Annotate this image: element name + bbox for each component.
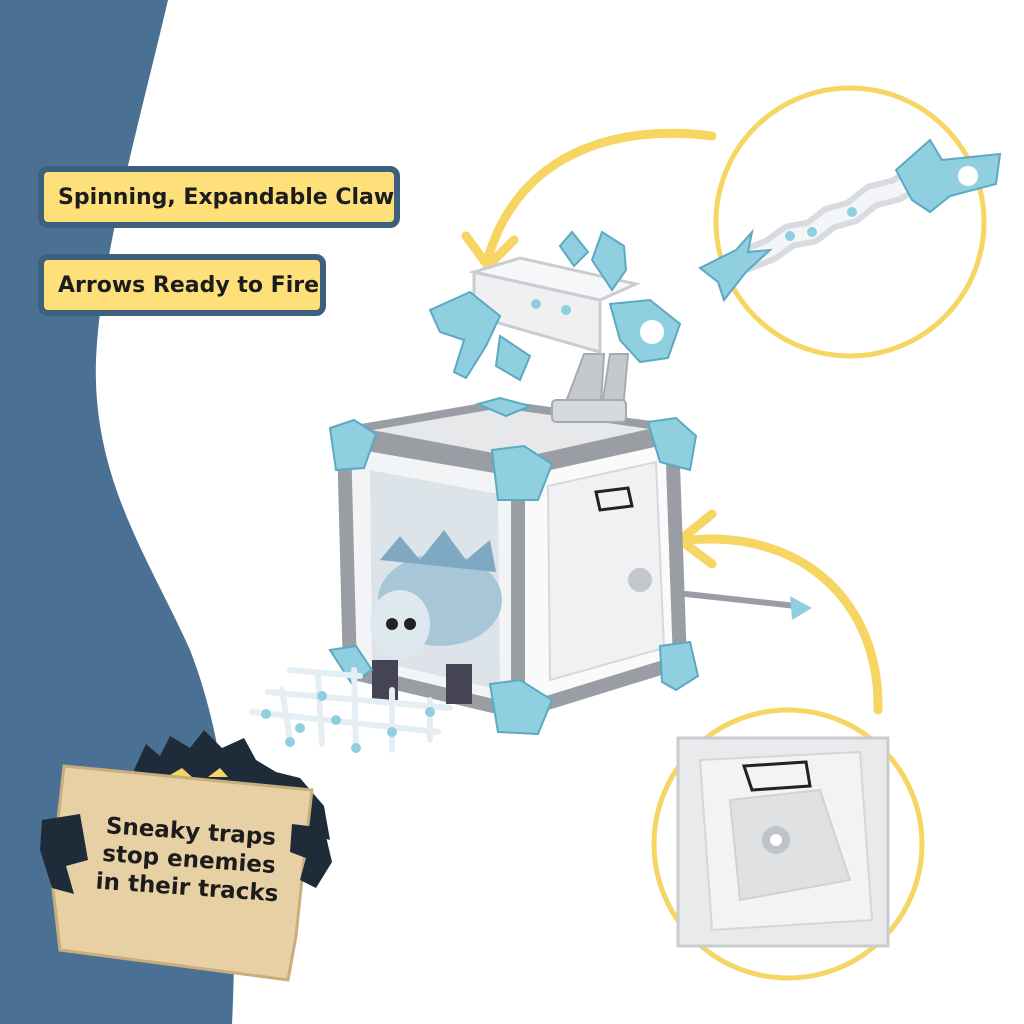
callout-arrows-label: Arrows Ready to Fire — [38, 254, 326, 316]
ice-beast-figure — [370, 530, 502, 704]
spinning-claw — [428, 230, 682, 382]
claw-pointer-arrowhead — [461, 231, 519, 271]
panel-pointer-arrow — [685, 534, 883, 715]
monster-claw-hands — [40, 814, 332, 894]
scroll-caption: Sneaky traps stop enemies in their track… — [81, 811, 296, 909]
ice-cage-toy — [249, 353, 812, 753]
claw-pointer-arrow — [483, 128, 717, 263]
callout-claw-label: Spinning, Expandable Claw — [38, 166, 400, 228]
wall-panel-detail-inset — [651, 707, 925, 981]
spike-trap-grid — [249, 667, 453, 753]
claw-detail-inset — [698, 85, 1002, 359]
